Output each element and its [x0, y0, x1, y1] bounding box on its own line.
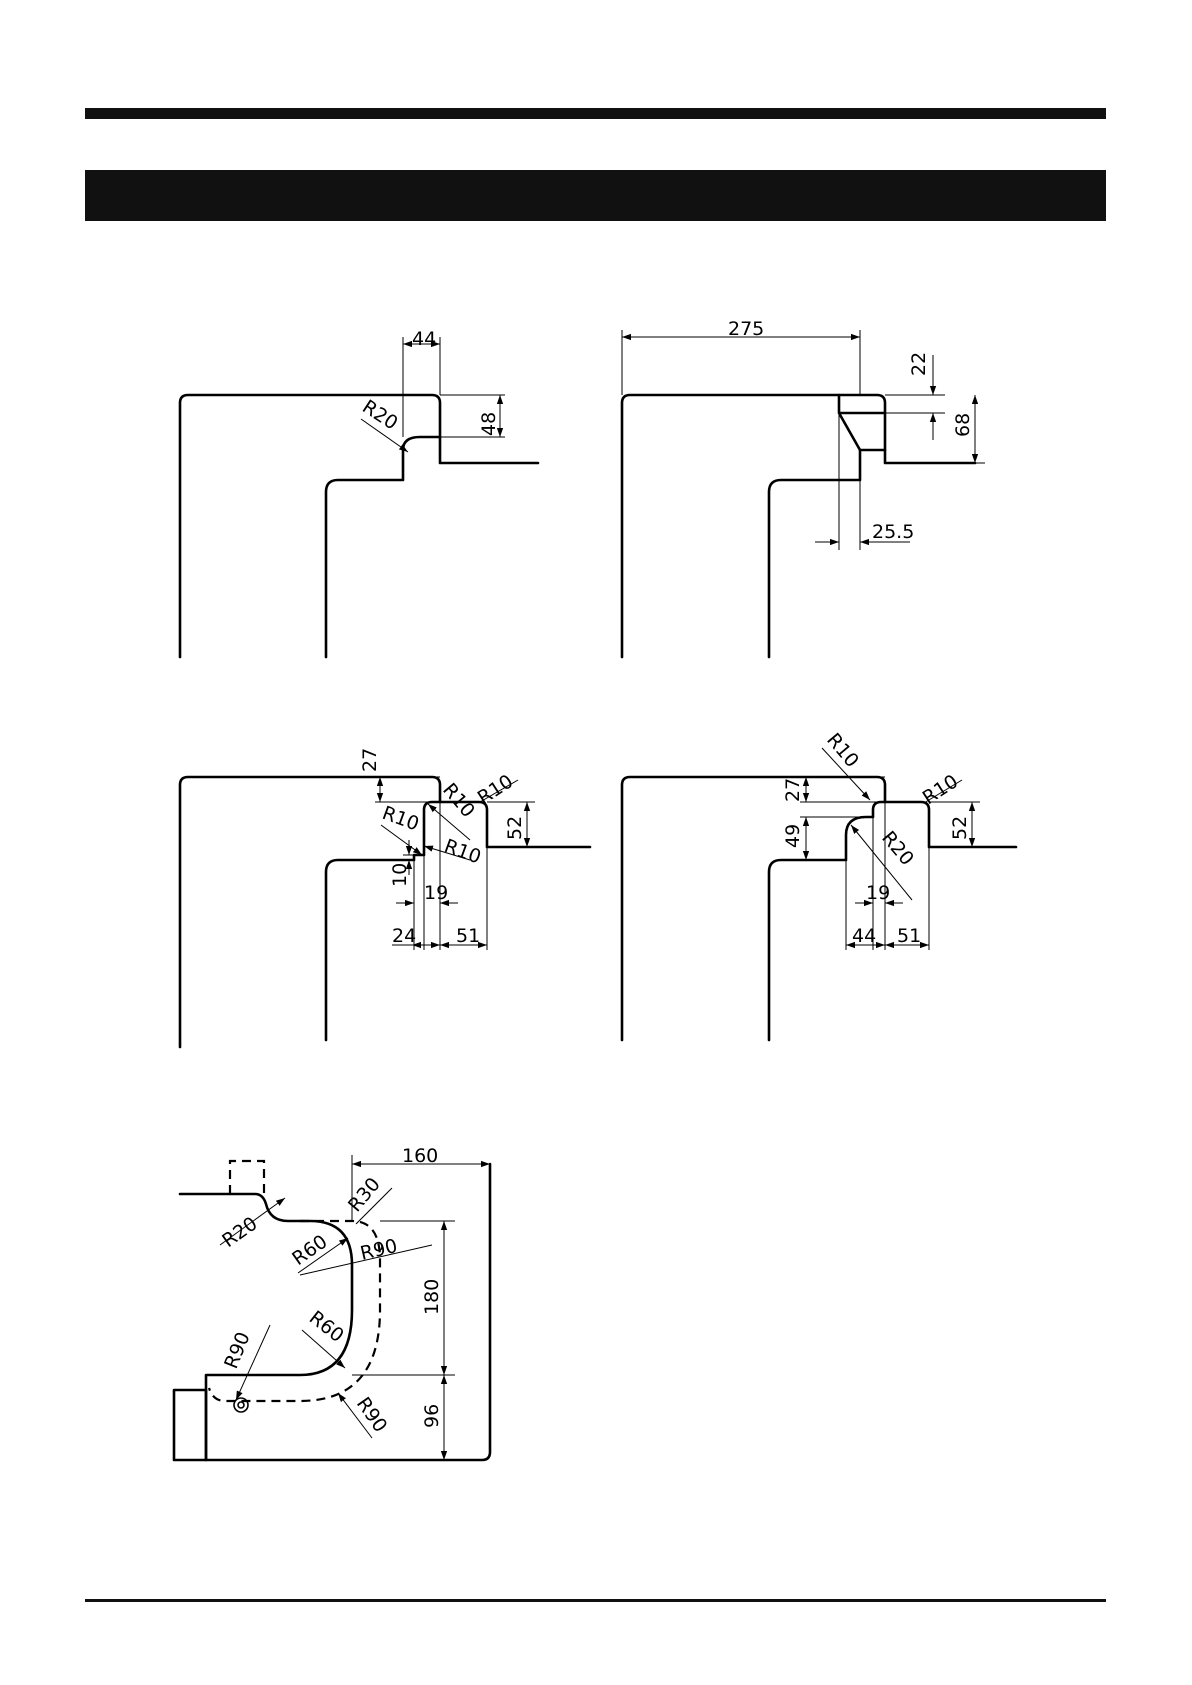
diagram-3: 27 52 R10 R10 R10 R10 10 [180, 748, 590, 1047]
diagram-4-radius-top-left-label: R10 [822, 729, 863, 772]
diagram-5-width-label: 160 [402, 1145, 438, 1167]
diagram-1: 44 48 R20 [180, 328, 538, 657]
diagram-2: 275 22 68 25.5 [622, 318, 985, 657]
diagram-5-radius-r60-lower-label: R60 [305, 1307, 348, 1347]
diagram-5-radius-r20-label: R20 [218, 1213, 261, 1252]
diagram-4-gap-label: 19 [866, 882, 890, 904]
diagram-4-height-label: 52 [949, 816, 971, 840]
diagram-5-radius-r90-upper-label: R90 [358, 1235, 399, 1265]
diagram-4-left-width-label: 44 [852, 925, 876, 947]
diagram-3-right-width-label: 51 [456, 925, 480, 947]
diagram-3-step-label: 10 [389, 863, 411, 887]
diagram-5-dashed-tab [230, 1161, 264, 1194]
diagram-3-top-depth-label: 27 [359, 748, 381, 772]
diagram-1-height-label: 48 [478, 412, 500, 436]
diagram-4-right-width-label: 51 [897, 925, 921, 947]
diagram-2-outer-profile [622, 395, 975, 657]
diagram-5-fixing-point [234, 1398, 248, 1412]
diagram-1-radius-label: R20 [358, 396, 401, 435]
diagram-2-inner-profile [769, 450, 860, 657]
diagram-5-bracket [174, 1390, 206, 1460]
diagram-3-radius-inner-b-label: R10 [441, 835, 484, 868]
diagram-3-radius-top-label: R10 [474, 770, 517, 809]
diagram-5: 160 R30 R20 R60 R90 180 R60 R90 [174, 1145, 490, 1460]
diagram-3-radius-inner-a-label: R10 [438, 779, 479, 822]
diagram-4-top-depth-label: 27 [782, 778, 804, 802]
diagram-2-length-label: 275 [728, 318, 764, 340]
diagram-2-offset-label: 25.5 [872, 521, 914, 543]
diagram-3-radius-left-label: R10 [379, 802, 422, 835]
diagram-2-height-label: 68 [952, 413, 974, 437]
diagram-4-radius-inner-label: R20 [877, 827, 918, 870]
diagram-3-gap-label: 19 [424, 882, 448, 904]
diagram-3-inner-profile [326, 802, 440, 1040]
diagram-3-height-label: 52 [504, 816, 526, 840]
diagram-5-radius-r90-left-label: R90 [220, 1329, 254, 1372]
diagram-2-small-height-label: 22 [908, 352, 930, 376]
diagram-5-radius-r90-lower-label: R90 [352, 1393, 391, 1436]
diagram-4-step-height-label: 49 [782, 824, 804, 848]
diagram-1-inner-profile [326, 437, 440, 657]
diagram-5-height-upper-label: 180 [421, 1279, 443, 1315]
diagram-5-radius-r30-label: R30 [344, 1173, 385, 1216]
diagram-1-width-label: 44 [412, 328, 436, 350]
diagram-5-height-lower-label: 96 [421, 1404, 443, 1428]
diagram-3-left-width-label: 24 [392, 925, 416, 947]
diagram-2-chamfer [839, 395, 885, 450]
diagram-4: R10 R10 27 52 49 R20 [622, 729, 1016, 1040]
